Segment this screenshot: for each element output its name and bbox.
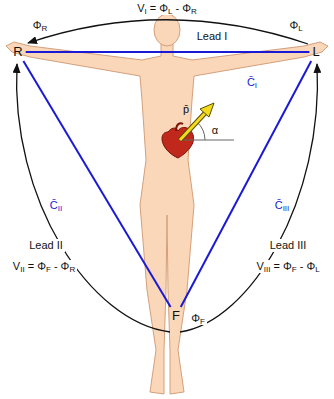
subscript: I [144,7,146,16]
vector-label: C̄III [273,199,292,212]
electrode-node: F [170,308,182,324]
subscript: II [20,265,24,274]
annotation-label: VII = ΦF - ΦR [11,260,77,273]
lead-arc [17,64,170,332]
subscript: R [69,265,75,274]
angle-arc [197,122,205,140]
electrode-node: L [310,44,321,60]
subscript: F [292,265,297,274]
subscript: II [58,204,62,213]
annotation-label: α [210,124,220,137]
subscript: F [46,265,51,274]
subscript: L [298,24,302,33]
annotation-label: VI = ΦL - ΦR [135,2,199,15]
lead-arc [180,64,317,332]
annotation-label: p̄ [181,103,191,116]
annotation-label: ΦF [189,312,207,325]
annotation-label: Lead III [268,239,309,252]
subscript: III [283,204,290,213]
subscript: R [191,7,197,16]
head [154,14,180,46]
vector-label: C̄I [245,76,259,89]
heart-vessel [176,123,183,131]
subscript: F [200,317,205,326]
subscript: R [42,24,48,33]
angle-baseline [180,140,234,141]
electrode-node: R [11,44,24,60]
subscript: L [168,7,172,16]
electrode-label: F [172,308,180,323]
lead-arc [28,20,308,44]
annotation-label: Lead I [195,30,230,43]
dipole-arrow-outline [180,111,207,140]
vector-label: C̄II [48,199,64,212]
dipole-arrowhead [200,103,214,117]
electrode-label: R [13,44,22,59]
annotation-label: VIII = ΦF - ΦL [254,260,321,273]
body-silhouette [6,42,328,394]
annotation-label: Lead II [27,239,65,252]
subscript: L [315,265,319,274]
subscript: I [255,81,257,90]
annotation-label: ΦR [31,19,50,32]
subscript: III [264,265,271,274]
einthoven-side [26,51,310,53]
dipole-arrow [180,111,207,140]
electrode-label: L [312,44,319,59]
annotation-label: ΦL [287,19,304,32]
